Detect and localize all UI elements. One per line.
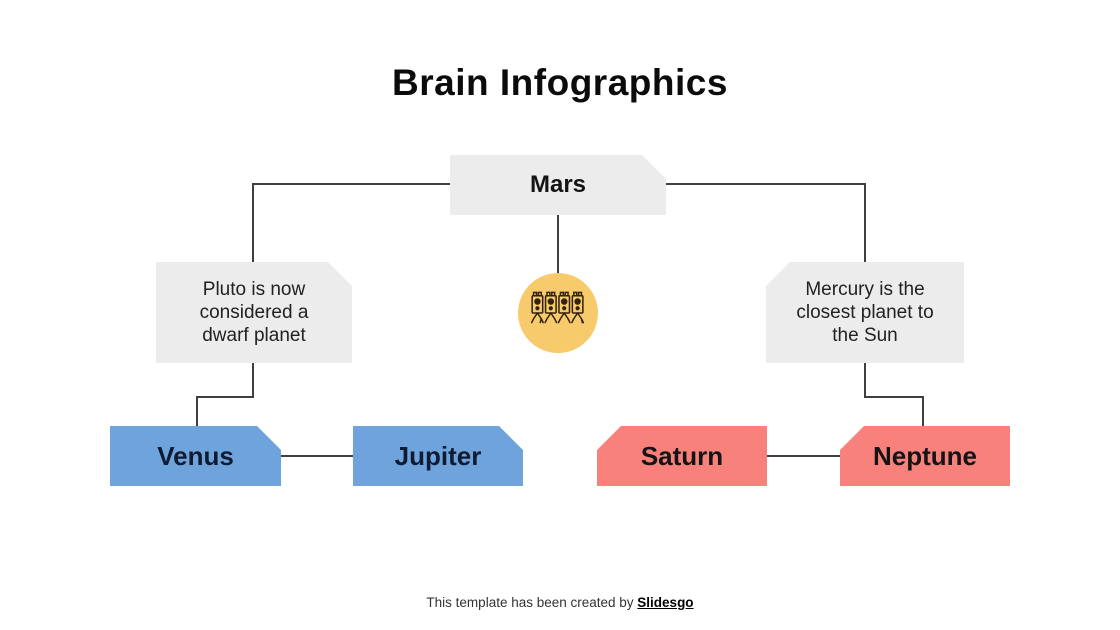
connector-mercury-neptune-horizontal (864, 396, 924, 398)
connector-saturn-neptune (767, 455, 840, 457)
neurons-icon (529, 291, 587, 335)
connector-venus-up (196, 396, 198, 427)
slidesgo-link[interactable]: Slidesgo (637, 595, 694, 610)
node-mars-label: Mars (529, 171, 587, 198)
brain-badge-circle (518, 273, 598, 353)
note-mercury: Mercury is the closest planet to the Sun (766, 262, 964, 363)
connector-mars-circle-vertical (557, 215, 559, 275)
footer-credit: This template has been created by Slides… (0, 595, 1120, 610)
connector-venus-jupiter (281, 455, 353, 457)
node-venus-label: Venus (157, 440, 234, 471)
connector-pluto-down (252, 363, 254, 398)
node-neptune-label: Neptune (873, 440, 977, 471)
node-saturn-label: Saturn (640, 440, 724, 471)
node-venus: Venus (110, 426, 281, 486)
node-jupiter-label: Jupiter (394, 440, 482, 471)
note-mercury-text: Mercury is the closest planet to the Sun (796, 278, 934, 347)
slide-title: Brain Infographics (392, 62, 728, 103)
footer-credit-text: This template has been created by (426, 595, 638, 610)
note-pluto: Pluto is now considered a dwarf planet (156, 262, 352, 363)
connector-mars-mercury-vertical (864, 183, 866, 263)
connector-mars-left-horizontal (252, 183, 450, 185)
connector-pluto-venus-horizontal (196, 396, 254, 398)
node-saturn: Saturn (597, 426, 767, 486)
note-pluto-text: Pluto is now considered a dwarf planet (199, 278, 309, 347)
connector-mars-pluto-vertical (252, 183, 254, 263)
connector-mars-right-horizontal (666, 183, 866, 185)
connector-neptune-up (922, 396, 924, 427)
connector-mercury-down (864, 363, 866, 398)
node-jupiter: Jupiter (353, 426, 523, 486)
node-mars: Mars (450, 155, 666, 215)
node-neptune: Neptune (840, 426, 1010, 486)
